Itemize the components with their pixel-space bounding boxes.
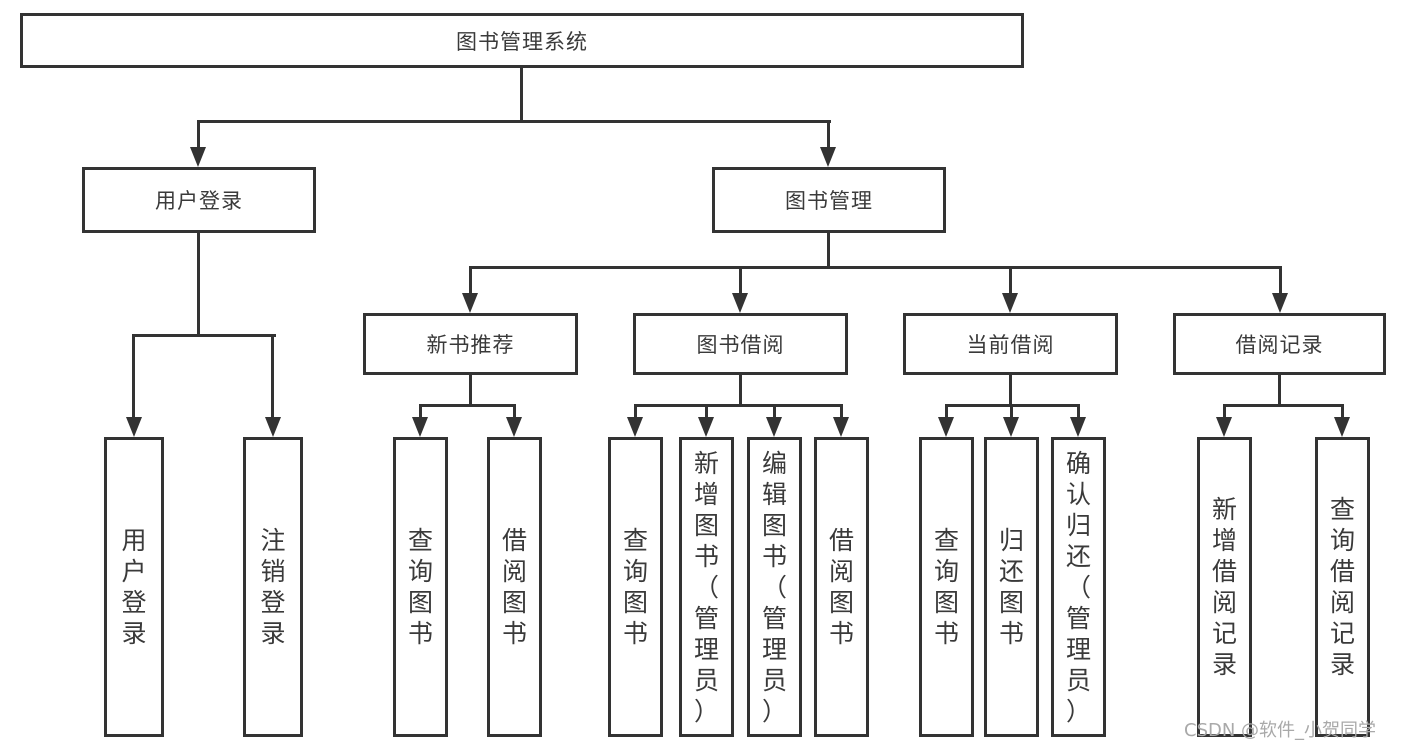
arrow-down-icon <box>833 417 849 437</box>
arrow-down-icon <box>1070 417 1086 437</box>
connector-line <box>1009 375 1012 406</box>
leaf-label: 查询图书 <box>407 526 433 648</box>
leaf-label: 确认归还（管理员） <box>1065 448 1091 726</box>
arrow-down-icon <box>698 417 714 437</box>
leaf-label: 查询借阅记录 <box>1329 495 1355 679</box>
leaf-label: 归还图书 <box>998 526 1024 648</box>
arrow-down-icon <box>265 417 281 437</box>
leaf-label: 编辑图书（管理员） <box>761 448 787 726</box>
node-new-book-recommendation: 新书推荐 <box>363 313 578 375</box>
leaf-add-books-admin: 新增图书（管理员） <box>679 437 734 737</box>
connector-line <box>840 404 843 418</box>
arrow-down-icon <box>766 417 782 437</box>
connector-line <box>197 120 200 150</box>
connector-line <box>419 404 516 407</box>
leaf-borrow-books-recommend: 借阅图书 <box>487 437 542 737</box>
connector-line <box>469 266 1282 269</box>
connector-line <box>827 233 830 269</box>
leaf-query-books-current: 查询图书 <box>919 437 974 737</box>
connector-line <box>739 266 742 294</box>
connector-line <box>132 334 135 418</box>
connector-line <box>1341 404 1344 418</box>
connector-line <box>271 334 274 418</box>
node-book-borrowing: 图书借阅 <box>633 313 848 375</box>
leaf-label: 借阅图书 <box>501 526 527 648</box>
connector-line <box>1223 404 1344 407</box>
arrow-down-icon <box>1272 293 1288 313</box>
leaf-query-books-recommend: 查询图书 <box>393 437 448 737</box>
leaf-return-books: 归还图书 <box>984 437 1039 737</box>
arrow-down-icon <box>820 147 836 167</box>
connector-line <box>705 404 708 418</box>
arrow-down-icon <box>1334 417 1350 437</box>
arrow-down-icon <box>462 293 478 313</box>
connector-line <box>634 404 843 407</box>
leaf-label: 查询图书 <box>933 526 959 648</box>
leaf-query-books-borrowing: 查询图书 <box>608 437 663 737</box>
arrow-down-icon <box>506 417 522 437</box>
leaf-label: 新增图书（管理员） <box>693 448 719 726</box>
connector-line <box>945 404 948 418</box>
connector-line <box>132 334 276 337</box>
connector-line <box>773 404 776 418</box>
leaf-logout-login: 注销登录 <box>243 437 303 737</box>
connector-line <box>520 68 523 122</box>
arrow-down-icon <box>412 417 428 437</box>
arrow-down-icon <box>126 417 142 437</box>
leaf-label: 用户登录 <box>121 526 147 648</box>
node-borrowing-records: 借阅记录 <box>1173 313 1386 375</box>
arrow-down-icon <box>627 417 643 437</box>
connector-line <box>1009 266 1012 294</box>
leaf-confirm-return-admin: 确认归还（管理员） <box>1051 437 1106 737</box>
connector-line <box>513 404 516 418</box>
leaf-label: 新增借阅记录 <box>1211 495 1237 679</box>
arrow-down-icon <box>732 293 748 313</box>
connector-line <box>469 375 472 406</box>
node-book-management: 图书管理 <box>712 167 946 233</box>
connector-line <box>634 404 637 418</box>
connector-line <box>419 404 422 418</box>
arrow-down-icon <box>190 147 206 167</box>
leaf-add-borrow-record: 新增借阅记录 <box>1197 437 1252 737</box>
leaf-query-borrow-record: 查询借阅记录 <box>1315 437 1370 737</box>
connector-line <box>1278 375 1281 406</box>
connector-line <box>739 375 742 406</box>
leaf-borrow-books-borrowing: 借阅图书 <box>814 437 869 737</box>
leaf-edit-books-admin: 编辑图书（管理员） <box>747 437 802 737</box>
node-user-login: 用户登录 <box>82 167 316 233</box>
connector-line <box>1077 404 1080 418</box>
arrow-down-icon <box>1003 417 1019 437</box>
leaf-label: 注销登录 <box>260 526 286 648</box>
connector-line <box>827 120 830 150</box>
arrow-down-icon <box>1216 417 1232 437</box>
connector-line <box>1223 404 1226 418</box>
node-current-borrowing: 当前借阅 <box>903 313 1118 375</box>
node-root: 图书管理系统 <box>20 13 1024 68</box>
connector-line <box>197 120 831 123</box>
arrow-down-icon <box>938 417 954 437</box>
leaf-label: 借阅图书 <box>828 526 854 648</box>
watermark-text: CSDN @软件_小贺同学 <box>1184 720 1377 741</box>
connector-line <box>1010 404 1013 418</box>
connector-line <box>1279 266 1282 294</box>
connector-line <box>197 233 200 335</box>
leaf-user-login: 用户登录 <box>104 437 164 737</box>
connector-line <box>469 266 472 294</box>
leaf-label: 查询图书 <box>622 526 648 648</box>
arrow-down-icon <box>1002 293 1018 313</box>
